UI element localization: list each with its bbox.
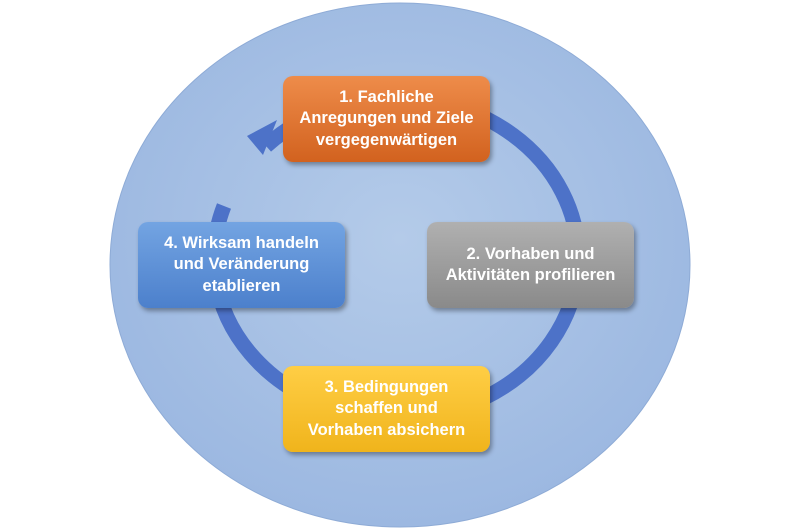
step-3-box: 3. Bedingungen schaffen und Vorhaben abs… <box>283 366 490 452</box>
step-4-box: 4. Wirksam handeln und Veränderung etabl… <box>138 222 345 308</box>
step-2-box: 2. Vorhaben und Aktivitäten profilieren <box>427 222 634 308</box>
step-2-label: 2. Vorhaben und Aktivitäten profilieren <box>445 244 616 284</box>
step-1-label: 1. Fachliche Anregungen und Ziele vergeg… <box>299 87 474 149</box>
step-3-label: 3. Bedingungen schaffen und Vorhaben abs… <box>307 377 466 439</box>
step-1-box: 1. Fachliche Anregungen und Ziele vergeg… <box>283 76 490 162</box>
cycle-arrowhead-icon <box>247 120 277 155</box>
step-4-label: 4. Wirksam handeln und Veränderung etabl… <box>164 233 319 295</box>
